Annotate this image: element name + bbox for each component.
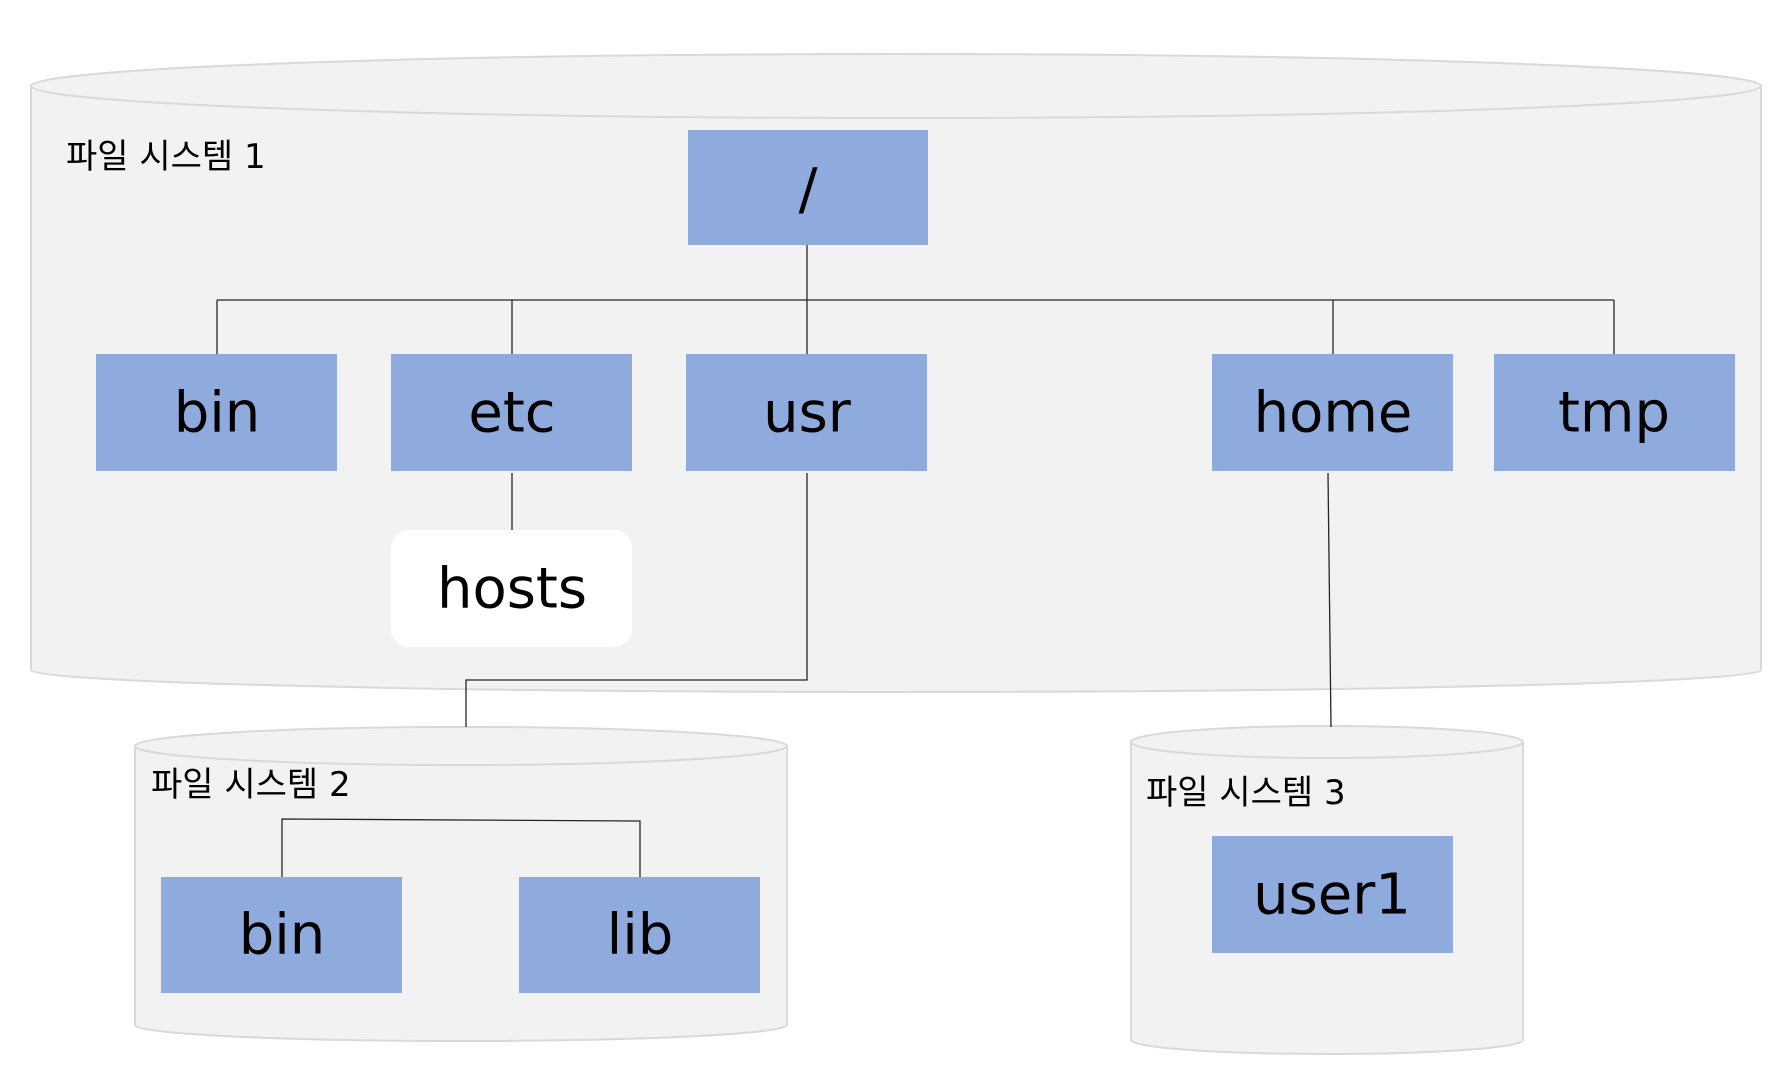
- home-node[interactable]: home: [1212, 354, 1453, 471]
- fs2-children-connector: [281, 818, 641, 878]
- hosts-file-node[interactable]: hosts: [391, 530, 632, 647]
- filesystem-3-label: 파일 시스템 3: [1146, 773, 1346, 813]
- hosts-file-label: hosts: [437, 557, 587, 622]
- etc-node[interactable]: etc: [391, 354, 632, 471]
- usr-mount-connector: [465, 473, 808, 727]
- fs2-lib-node-label: lib: [607, 903, 674, 968]
- tree-connectors: [216, 245, 1615, 878]
- fs2-bin-node-label: bin: [239, 903, 326, 968]
- user1-node-label: user1: [1253, 863, 1411, 928]
- home-mount-connector: [1327, 472, 1332, 728]
- filesystem-1-label: 파일 시스템 1: [66, 137, 266, 177]
- root-node[interactable]: /: [688, 130, 928, 245]
- usr-node[interactable]: usr: [686, 354, 927, 471]
- etc-node-label: etc: [468, 381, 555, 446]
- filesystem-2-label: 파일 시스템 2: [151, 765, 351, 805]
- bin-node-label: bin: [174, 381, 261, 446]
- home-node-label: home: [1254, 381, 1413, 446]
- tmp-node[interactable]: tmp: [1494, 354, 1735, 471]
- usr-node-label: usr: [763, 381, 852, 446]
- fs2-lib-node[interactable]: lib: [519, 877, 760, 993]
- fs2-bin-node[interactable]: bin: [161, 877, 402, 993]
- bin-node[interactable]: bin: [96, 354, 337, 471]
- user1-node[interactable]: user1: [1212, 836, 1453, 953]
- root-node-label: /: [799, 158, 818, 223]
- tmp-node-label: tmp: [1558, 381, 1670, 446]
